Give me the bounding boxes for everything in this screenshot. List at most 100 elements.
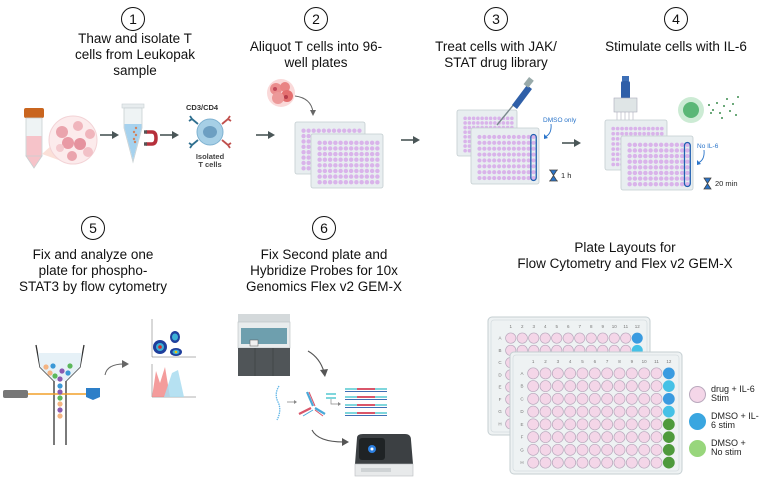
well [511,134,516,140]
well [685,181,690,187]
well [359,146,364,151]
well [650,456,663,469]
well [354,174,359,179]
well [316,128,321,133]
well [611,142,616,146]
well [487,170,492,175]
well [343,168,349,174]
row-label: C [498,360,502,365]
well [679,165,685,170]
well [539,380,552,393]
well [551,418,564,431]
well [653,148,659,153]
well [510,121,514,125]
well [506,158,512,163]
pipette-icon [496,77,534,126]
well [685,142,690,148]
annotation-arrow-icon [544,123,552,139]
well [674,176,680,181]
liquid-handler-icon [237,314,291,376]
well [482,170,487,175]
well [471,121,476,125]
well [531,146,536,151]
well [477,140,482,145]
well [497,175,502,181]
step-3-number: 3 [484,7,508,31]
well [506,164,512,169]
well [463,148,467,153]
row-label: F [499,397,502,402]
well [321,128,327,133]
well [506,170,512,175]
step-5-title-line: Fix and analyze one [32,247,154,262]
step-3-title: Treat cells with JAK/ STAT drug library [416,39,576,71]
well [375,157,380,162]
control-column-outline [683,141,691,188]
well [625,367,638,380]
well [601,405,614,418]
well [679,148,685,153]
well [487,158,492,163]
step-1-title-line: Thaw and isolate T [78,31,192,46]
well [327,157,333,162]
well [317,179,322,185]
well [638,443,651,456]
well [343,140,349,146]
well [551,431,564,444]
chromium-instrument-icon [354,434,414,477]
plate-layouts-title: Plate Layouts for Flow Cytometry and Fle… [510,240,740,272]
well [480,121,484,125]
well [306,139,311,144]
well [331,128,337,133]
well [643,153,648,159]
well [501,140,507,145]
well [658,142,664,148]
well [484,121,489,125]
well [653,181,659,187]
well [322,151,328,157]
well [521,152,526,157]
well [551,456,564,469]
column-label: 6 [594,359,597,364]
well [317,146,322,151]
well [625,456,638,469]
well [487,164,492,169]
well [476,116,480,121]
legend-item-drug-il6: drug + IL-6 Stim [689,385,759,403]
well [551,392,564,405]
well [638,456,651,469]
well [497,152,502,157]
well [506,134,512,140]
well [624,126,629,131]
well [511,175,516,181]
multichannel-pipette-icon [613,76,638,120]
well [488,116,493,121]
well [516,175,521,181]
well [488,121,493,125]
well [333,146,338,151]
well [597,332,609,344]
well [632,176,638,181]
well [632,181,638,187]
well [338,179,343,185]
legend-label: DMSO + No stim [711,438,746,457]
well-plate [310,133,384,189]
column-label: 4 [569,359,572,364]
curved-arrow-icon [294,95,316,116]
column-label: 3 [557,359,560,364]
well [637,126,642,131]
well [653,153,659,159]
well [463,139,467,144]
well [364,179,370,185]
column-label: 8 [590,324,593,329]
well [364,151,370,157]
well [301,139,306,144]
step-6-title-line: Genomics Flex v2 GEM-X [245,279,403,294]
well [477,175,482,181]
well [632,142,638,148]
well [516,158,521,163]
well [357,128,362,133]
well [526,164,531,169]
well [601,418,614,431]
